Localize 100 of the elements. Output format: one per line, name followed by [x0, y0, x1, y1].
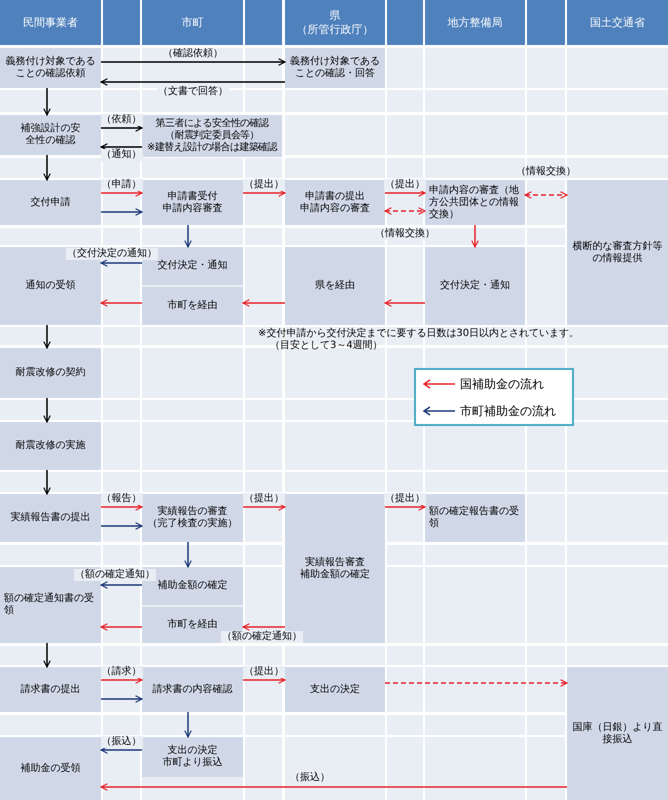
edge-label: （依頼）	[100, 114, 142, 126]
box-text: 耐震改修の実施	[16, 440, 86, 452]
arrow	[101, 503, 143, 511]
process-box	[142, 287, 243, 325]
process-box	[0, 180, 101, 225]
arrow	[101, 208, 143, 216]
box-text: 申請書受付	[168, 190, 218, 202]
process-box	[567, 180, 668, 325]
box-text: 請求書の内容確認	[152, 684, 232, 696]
edge-label: （提出）	[243, 493, 285, 505]
process-box	[0, 422, 101, 470]
box-text: 耐震改修の契約	[16, 367, 86, 379]
arrow	[385, 679, 568, 687]
arrow	[101, 124, 143, 132]
process-box	[142, 737, 243, 777]
process-box	[142, 180, 243, 225]
edge-label: （申請）	[100, 179, 142, 191]
edge-label: （振込）	[100, 736, 142, 748]
box-text: 市町を経由	[168, 619, 218, 631]
arrow	[43, 155, 51, 181]
edge-label: （提出）	[384, 493, 426, 505]
process-box	[285, 247, 385, 325]
box-text: 申請内容の審査（地方公共団体との情報交換）	[429, 184, 520, 220]
process-box	[0, 667, 101, 712]
arrow	[524, 191, 568, 199]
header-text: 市町	[182, 16, 204, 30]
lane-header	[142, 0, 243, 45]
arrow	[385, 503, 426, 511]
box-text: 補強設計の安全性の確認	[20, 123, 82, 147]
edge-label: （報告）	[100, 493, 142, 505]
arrow	[101, 58, 286, 66]
edge-label: （額の確定通知）	[221, 631, 303, 643]
edge-label: （通知）	[100, 149, 142, 161]
arrow	[384, 299, 425, 307]
arrow	[100, 143, 142, 151]
box-text: 申請書の提出	[305, 190, 365, 202]
arrow	[242, 299, 285, 307]
lane-header	[567, 0, 668, 45]
process-box	[0, 115, 101, 155]
note-text: （目安として3～4週間）	[270, 340, 383, 352]
process-box	[0, 348, 101, 398]
process-box	[425, 494, 525, 542]
arrow	[101, 695, 143, 703]
arrow	[100, 623, 142, 631]
process-box	[285, 667, 385, 712]
legend-label: 市町補助金の流れ	[460, 403, 556, 420]
process-box	[142, 494, 243, 542]
arrow	[100, 746, 142, 754]
box-text: 申請内容の審査	[300, 202, 370, 214]
arrow	[100, 299, 142, 307]
box-text: （耐震判定委員会等）	[164, 130, 259, 142]
arrow	[384, 207, 426, 215]
edge-label: （交付決定の通知）	[66, 248, 158, 260]
process-box	[0, 737, 101, 800]
legend-label: 国補助金の流れ	[460, 376, 544, 393]
box-text: 支出の決定	[168, 745, 218, 756]
box-text: 額の確定報告書の受領	[429, 506, 520, 530]
header-text: 地方整備局	[448, 16, 502, 30]
arrow	[243, 503, 286, 511]
box-text: 実績報告審査	[305, 556, 365, 568]
box-text: 請求書の提出	[20, 684, 80, 696]
process-box	[285, 48, 385, 88]
arrow	[385, 189, 426, 197]
box-text: 交付決定・通知	[440, 280, 510, 292]
header-text: 県	[330, 9, 340, 22]
box-text: 第三者による安全性の確認	[156, 118, 268, 130]
process-box	[142, 115, 282, 157]
arrow	[184, 712, 192, 738]
arrow	[243, 189, 286, 197]
edge-label: （文書で回答）	[157, 86, 229, 98]
process-box	[142, 607, 243, 643]
box-text: 実績報告書の提出	[10, 512, 90, 524]
arrow	[101, 676, 143, 684]
arrow	[43, 470, 51, 495]
box-text: 義務付け対象であることの確認依頼	[4, 56, 96, 80]
box-text: 横断的な審査方針等の情報提供	[572, 240, 664, 264]
box-text: 支出の決定	[310, 684, 360, 696]
edge-label: （提出）	[384, 179, 426, 191]
lane-header	[285, 0, 385, 45]
edge-label: （額の確定通知）	[74, 569, 156, 581]
box-text: 通知の受領	[26, 280, 76, 292]
arrow	[100, 783, 567, 791]
arrow	[184, 542, 192, 568]
box-text: 補助金額の確定	[300, 568, 370, 580]
arrow	[100, 581, 142, 589]
arrow	[184, 225, 192, 248]
header-text: 国土交通省	[590, 16, 645, 30]
edge-label: （提出）	[243, 179, 285, 191]
edge-label: （請求）	[100, 666, 142, 678]
box-text: ※建替え設計の場合は建築確認	[147, 142, 277, 154]
box-text: 補助金額の確定	[158, 580, 228, 592]
arrow	[100, 259, 142, 267]
header-text: 民間事業者	[23, 16, 78, 30]
box-text: 実績報告の審査	[158, 506, 228, 518]
box-text: 義務付け対象であることの確認・回答	[289, 56, 381, 80]
process-box	[142, 567, 243, 605]
lane-header	[0, 0, 101, 45]
arrow	[43, 643, 51, 668]
box-text: 申請内容審査	[162, 202, 222, 214]
box-text: 交付申請	[30, 196, 70, 208]
